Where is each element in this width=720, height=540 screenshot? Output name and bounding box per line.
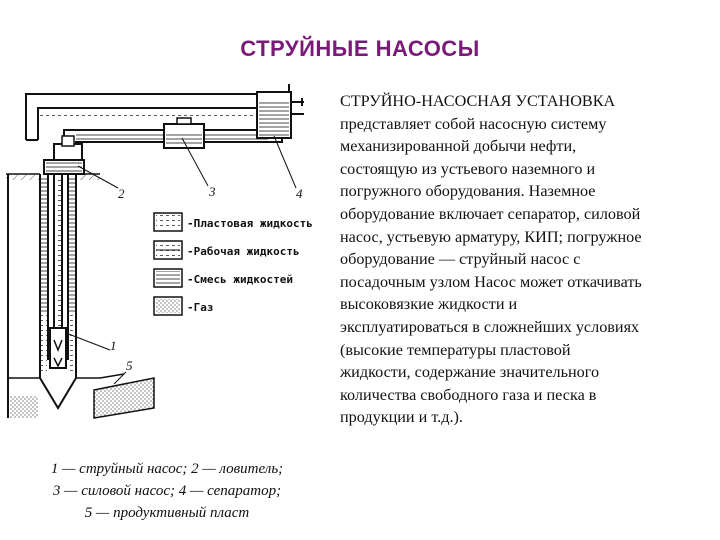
legend-item: -Смесь жидкостей xyxy=(153,268,293,288)
legend-label: -Газ xyxy=(187,301,214,314)
description-line: продукции и т.д.). xyxy=(340,408,463,427)
callout-4: 4 xyxy=(296,186,303,201)
description-line: насос, устьевую арматуру, КИП; погружное xyxy=(340,227,642,246)
caption-line: 5 — продуктивный пласт xyxy=(84,505,250,521)
wellhead xyxy=(43,135,85,175)
legend-label: -Смесь жидкостей xyxy=(187,273,293,286)
power-pump xyxy=(163,117,205,149)
legend-label: -Рабочая жидкость xyxy=(187,245,300,258)
page-title: СТРУЙНЫЕ НАСОСЫ xyxy=(240,36,480,61)
jet-pump-diagram: -Пластовая жидкость -Рабочая жидкость -С… xyxy=(4,78,330,448)
description-line: представляет собой насосную систему xyxy=(340,114,607,133)
description-line: посадочным узлом Насос может откачивать xyxy=(340,272,642,291)
legend-item: -Газ xyxy=(153,296,214,316)
description-line: состоящую из устьевого наземного и xyxy=(340,159,596,178)
legend-label: -Пластовая жидкость xyxy=(187,217,313,230)
caption-line: 1 — струйный насос; 2 — ловитель; xyxy=(50,461,284,477)
legend-item: -Рабочая жидкость xyxy=(153,240,300,260)
description-line: (высокие температуры пластовой xyxy=(340,340,571,359)
description-line: количества свободного газа и песка в xyxy=(340,385,597,404)
formation xyxy=(7,174,155,419)
callout-1: 1 xyxy=(110,338,117,353)
well-casing xyxy=(39,174,77,378)
description-text: СТРУЙНО-НАСОСНАЯ УСТАНОВКА представляет … xyxy=(340,90,712,429)
legend-item: -Пластовая жидкость xyxy=(153,212,313,232)
description-line: погружного оборудования. Наземное xyxy=(340,182,596,201)
callout-3: 3 xyxy=(208,184,216,199)
callout-5: 5 xyxy=(126,358,133,373)
description-line: жидкости, содержание значительного xyxy=(340,363,600,382)
caption-line: 3 — силовой насос; 4 — сепаратор; xyxy=(52,483,282,499)
description-line: высоковязкие жидкости и xyxy=(340,295,518,314)
description-line: оборудование включает сепаратор, силовой xyxy=(340,204,641,223)
description-line: механизированной добычи нефти, xyxy=(340,137,577,156)
jet-pump xyxy=(39,327,77,410)
callouts xyxy=(65,135,297,385)
diagram-svg: -Пластовая жидкость -Рабочая жидкость -С… xyxy=(6,84,313,419)
figure-caption: 1 — струйный насос; 2 — ловитель; 3 — си… xyxy=(0,458,334,524)
separator xyxy=(256,91,304,139)
callout-2: 2 xyxy=(118,186,125,201)
description-line: оборудование — струйный насос с xyxy=(340,250,581,269)
description-line: эксплуатироваться в сложнейших условиях xyxy=(340,317,640,336)
description-line: СТРУЙНО-НАСОСНАЯ УСТАНОВКА xyxy=(340,92,616,110)
legend: -Пластовая жидкость -Рабочая жидкость -С… xyxy=(153,212,313,316)
